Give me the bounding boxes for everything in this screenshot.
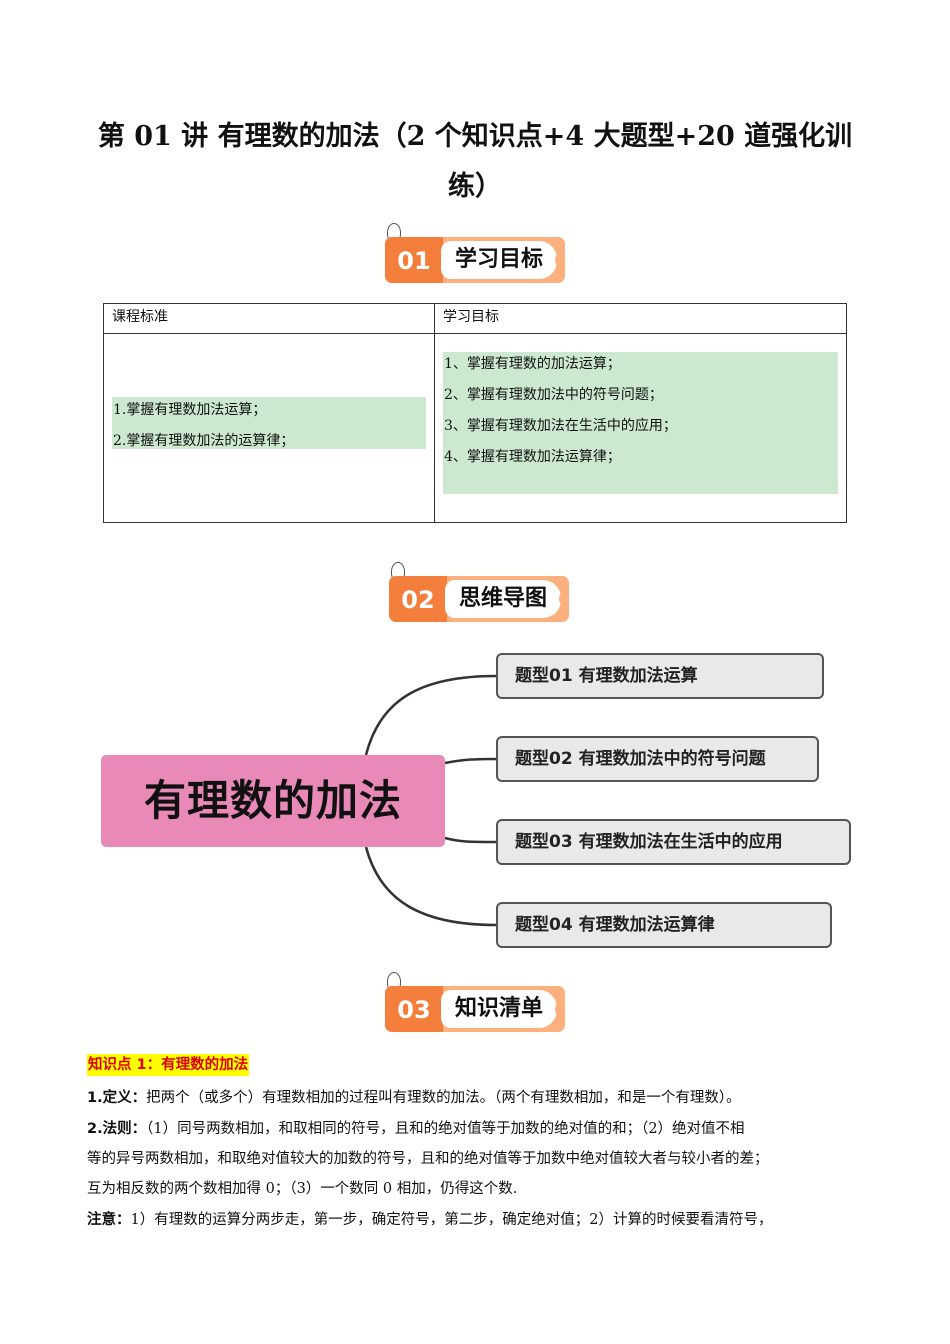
mind-map-topic-02: 题型02 有理数加法中的符号问题 xyxy=(496,736,819,782)
note-paragraph: 注意：1）有理数的运算分两步走，第一步，确定符号，第二步，确定绝对值；2）计算的… xyxy=(87,1205,877,1235)
rule-line: 等的异号两数相加，和取绝对值较大的加数的符号，且和的绝对值等于加数中绝对值较大者… xyxy=(87,1151,769,1167)
curriculum-cell: 1.掌握有理数加法运算； 2.掌握有理数加法的运算律； xyxy=(103,333,435,523)
goal-item: 1、掌握有理数的加法运算； xyxy=(444,356,621,372)
mind-map-topic-03: 题型03 有理数加法在生活中的应用 xyxy=(496,819,851,865)
mind-map-center-node: 有理数的加法 xyxy=(101,755,445,847)
curriculum-item: 1.掌握有理数加法运算； xyxy=(113,402,267,418)
goals-cell: 1、掌握有理数的加法运算； 2、掌握有理数加法中的符号问题； 3、掌握有理数加法… xyxy=(434,333,847,523)
knowledge-point-heading: 知识点 1：有理数的加法 xyxy=(87,1054,250,1076)
section-badge-mind-map: 02 思维导图 xyxy=(389,562,571,622)
rule-line: 互为相反数的两个数相加得 0；（3）一个数同 0 相加，仍得这个数. xyxy=(87,1181,518,1197)
curriculum-item: 2.掌握有理数加法的运算律； xyxy=(113,433,295,449)
mind-map-topic-01: 题型01 有理数加法运算 xyxy=(496,653,824,699)
page-title: 第 01 讲 有理数的加法（2 个知识点+4 大题型+20 道强化训练） xyxy=(97,121,853,202)
goal-item: 4、掌握有理数加法运算律； xyxy=(444,449,621,465)
section-label: 知识清单 xyxy=(441,990,557,1028)
goal-item: 3、掌握有理数加法在生活中的应用； xyxy=(444,418,677,434)
definition-label: 1.定义： xyxy=(87,1090,147,1106)
rule-label: 2.法则： xyxy=(87,1121,147,1137)
section-number: 03 xyxy=(385,986,443,1032)
note-text: 1）有理数的运算分两步走，第一步，确定符号，第二步，确定绝对值；2）计算的时候要… xyxy=(130,1212,773,1228)
table-header-goals: 学习目标 xyxy=(434,303,847,334)
section-label: 学习目标 xyxy=(441,241,557,279)
table-header-curriculum: 课程标准 xyxy=(103,303,435,334)
section-number: 01 xyxy=(385,237,443,283)
section-badge-learning-goals: 01 学习目标 xyxy=(385,223,567,283)
clip-icon xyxy=(391,562,405,581)
section-label: 思维导图 xyxy=(445,580,561,618)
rule-line: （1）同号两数相加，和取相同的符号，且和的绝对值等于加数的绝对值的和；（2）绝对… xyxy=(146,1121,745,1137)
clip-icon xyxy=(387,223,401,242)
definition-text: 把两个（或多个）有理数相加的过程叫有理数的加法。（两个有理数相加，和是一个有理数… xyxy=(146,1090,741,1106)
objectives-table: 课程标准 学习目标 1.掌握有理数加法运算； 2.掌握有理数加法的运算律； 1、… xyxy=(103,303,847,523)
mind-map-connectors xyxy=(364,674,497,927)
section-number: 02 xyxy=(389,576,447,622)
goal-item: 2、掌握有理数加法中的符号问题； xyxy=(444,387,663,403)
definition-paragraph: 1.定义：把两个（或多个）有理数相加的过程叫有理数的加法。（两个有理数相加，和是… xyxy=(87,1083,877,1113)
section-badge-knowledge-list: 03 知识清单 xyxy=(385,972,567,1032)
rule-paragraph: 2.法则：（1）同号两数相加，和取相同的符号，且和的绝对值等于加数的绝对值的和；… xyxy=(87,1114,877,1204)
note-label: 注意： xyxy=(87,1212,131,1228)
clip-icon xyxy=(387,972,401,991)
mind-map-topic-04: 题型04 有理数加法运算律 xyxy=(496,902,832,948)
